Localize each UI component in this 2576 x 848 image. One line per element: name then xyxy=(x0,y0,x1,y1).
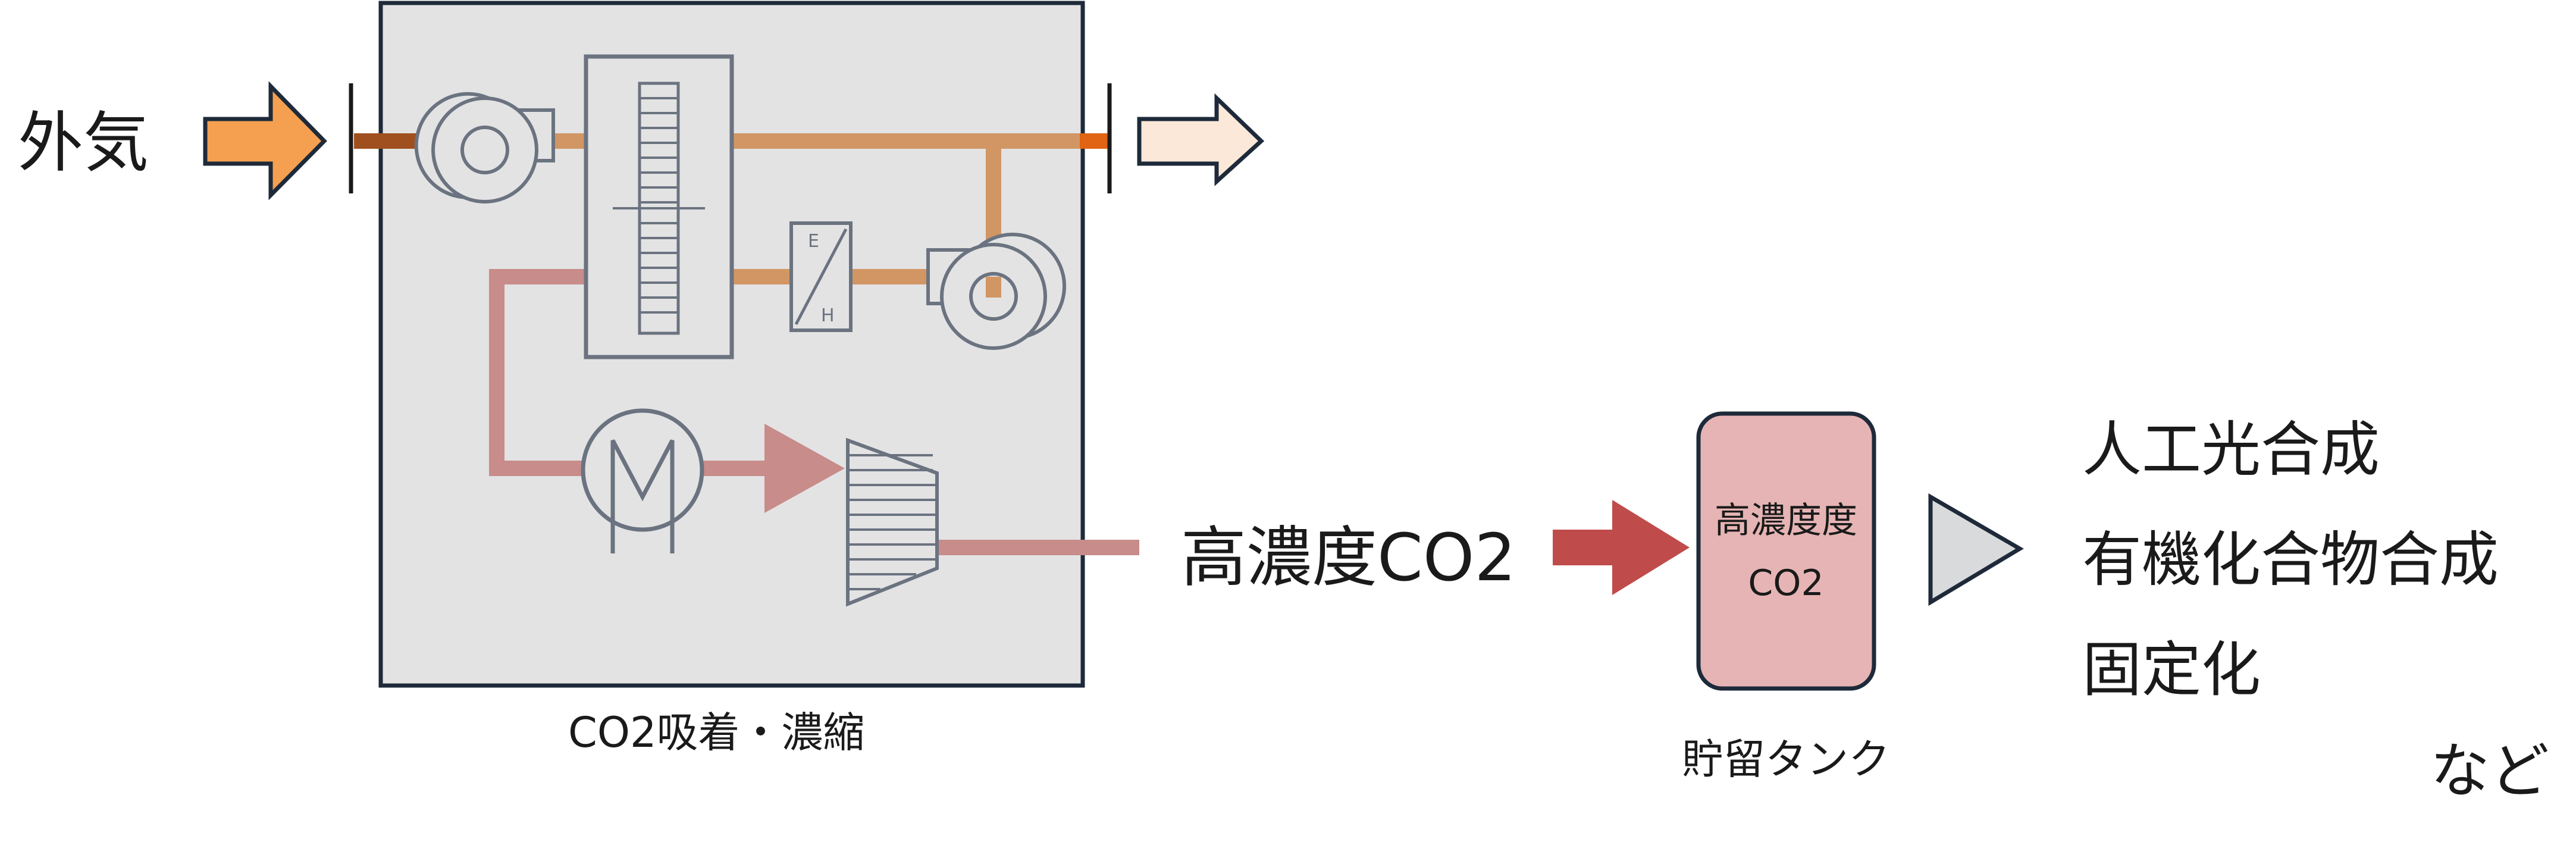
tank-label-line1: 高濃度度 xyxy=(1715,500,1857,542)
vacuum-pump xyxy=(581,408,704,553)
eh-label-h: H xyxy=(821,305,835,326)
use-pointer-triangle xyxy=(1928,493,2024,606)
eh-label-e: E xyxy=(808,231,819,252)
outside-air-label: 外気 xyxy=(18,105,149,181)
use-etc-label: など xyxy=(2430,736,2549,806)
use-item-fixation: 固定化 xyxy=(2082,635,2261,705)
use-item-organic-synthesis: 有機化合物合成 xyxy=(2082,525,2499,594)
storage-tank xyxy=(1696,411,1876,691)
high-conc-co2-label: 高濃度CO2 xyxy=(1181,520,1516,596)
fan-1 xyxy=(414,92,555,204)
eh-heater: E H xyxy=(789,221,853,332)
tank-label-line2: CO2 xyxy=(1748,562,1823,604)
inlet-arrow xyxy=(203,81,327,201)
co2-arrow xyxy=(1553,500,1690,595)
absorb-unit-label: CO2吸着・濃縮 xyxy=(568,708,865,757)
flow-arrow-pink xyxy=(764,424,845,513)
fan-2 xyxy=(926,233,1066,350)
compressor xyxy=(846,437,939,607)
tank-name-label: 貯留タンク xyxy=(1682,735,1890,784)
use-item-artificial-photosynthesis: 人工光合成 xyxy=(2082,415,2380,484)
outlet-arrow xyxy=(1137,93,1265,186)
absorber-column xyxy=(584,54,734,359)
co2-pipe-loop xyxy=(489,269,586,476)
